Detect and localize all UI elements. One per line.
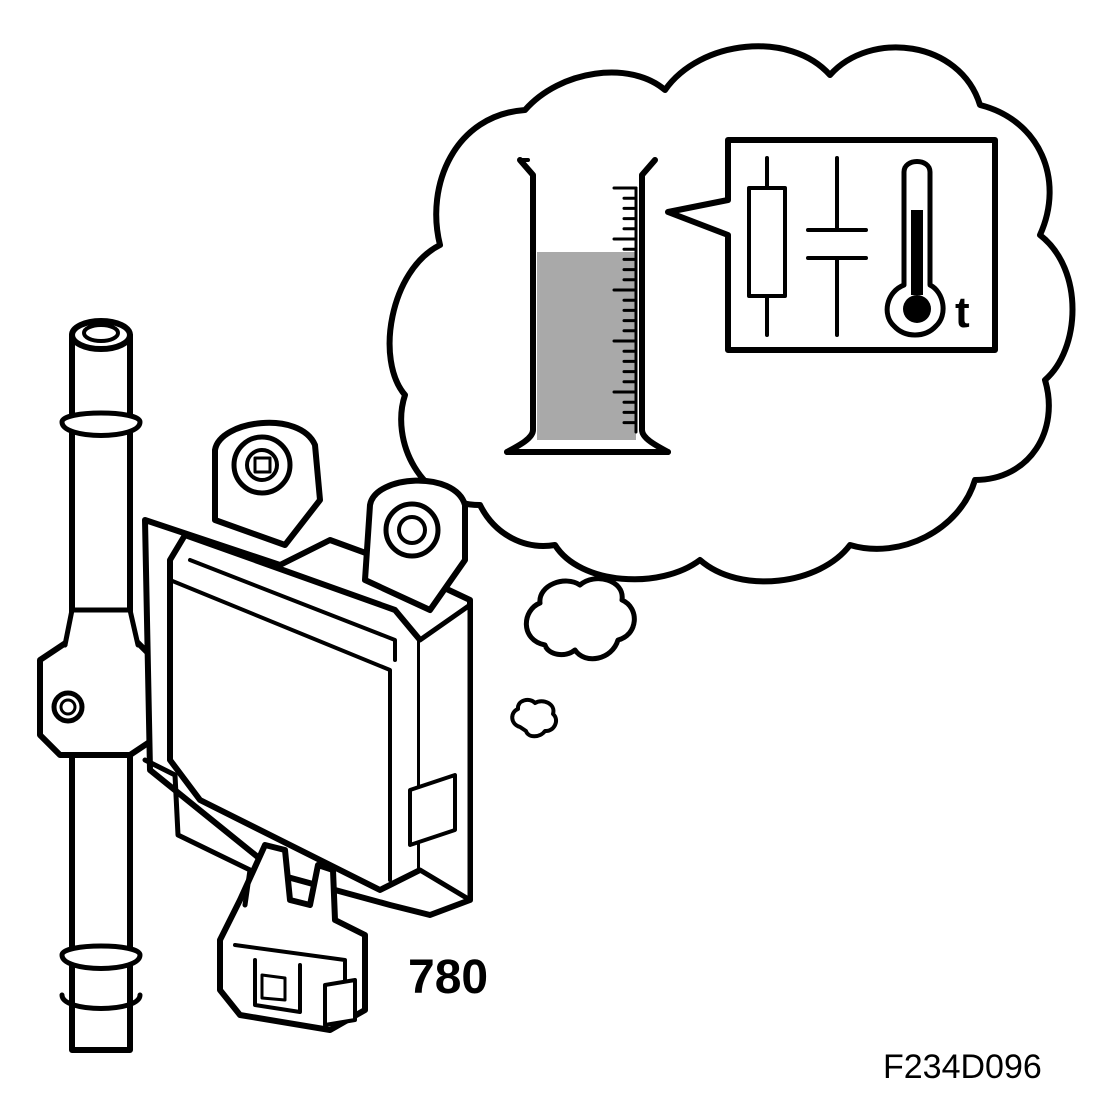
liquid-fill: [537, 252, 636, 440]
thought-bubble-medium: [523, 576, 637, 662]
part-number-label: 780: [408, 951, 488, 1004]
thought-bubble-small: [510, 697, 558, 739]
pipe-clamp: [37, 607, 163, 778]
figure-code: F234D096: [883, 1048, 1042, 1086]
sensor-principle-box: [665, 137, 998, 353]
resistor-icon: [747, 156, 787, 337]
graduation-scale: [612, 186, 638, 434]
thermometer-icon: [884, 159, 946, 338]
sensor-module: [142, 419, 473, 1033]
capacitor-icon: [806, 156, 868, 337]
thermometer-symbol: t: [955, 288, 970, 337]
measuring-cylinder: [504, 157, 671, 455]
